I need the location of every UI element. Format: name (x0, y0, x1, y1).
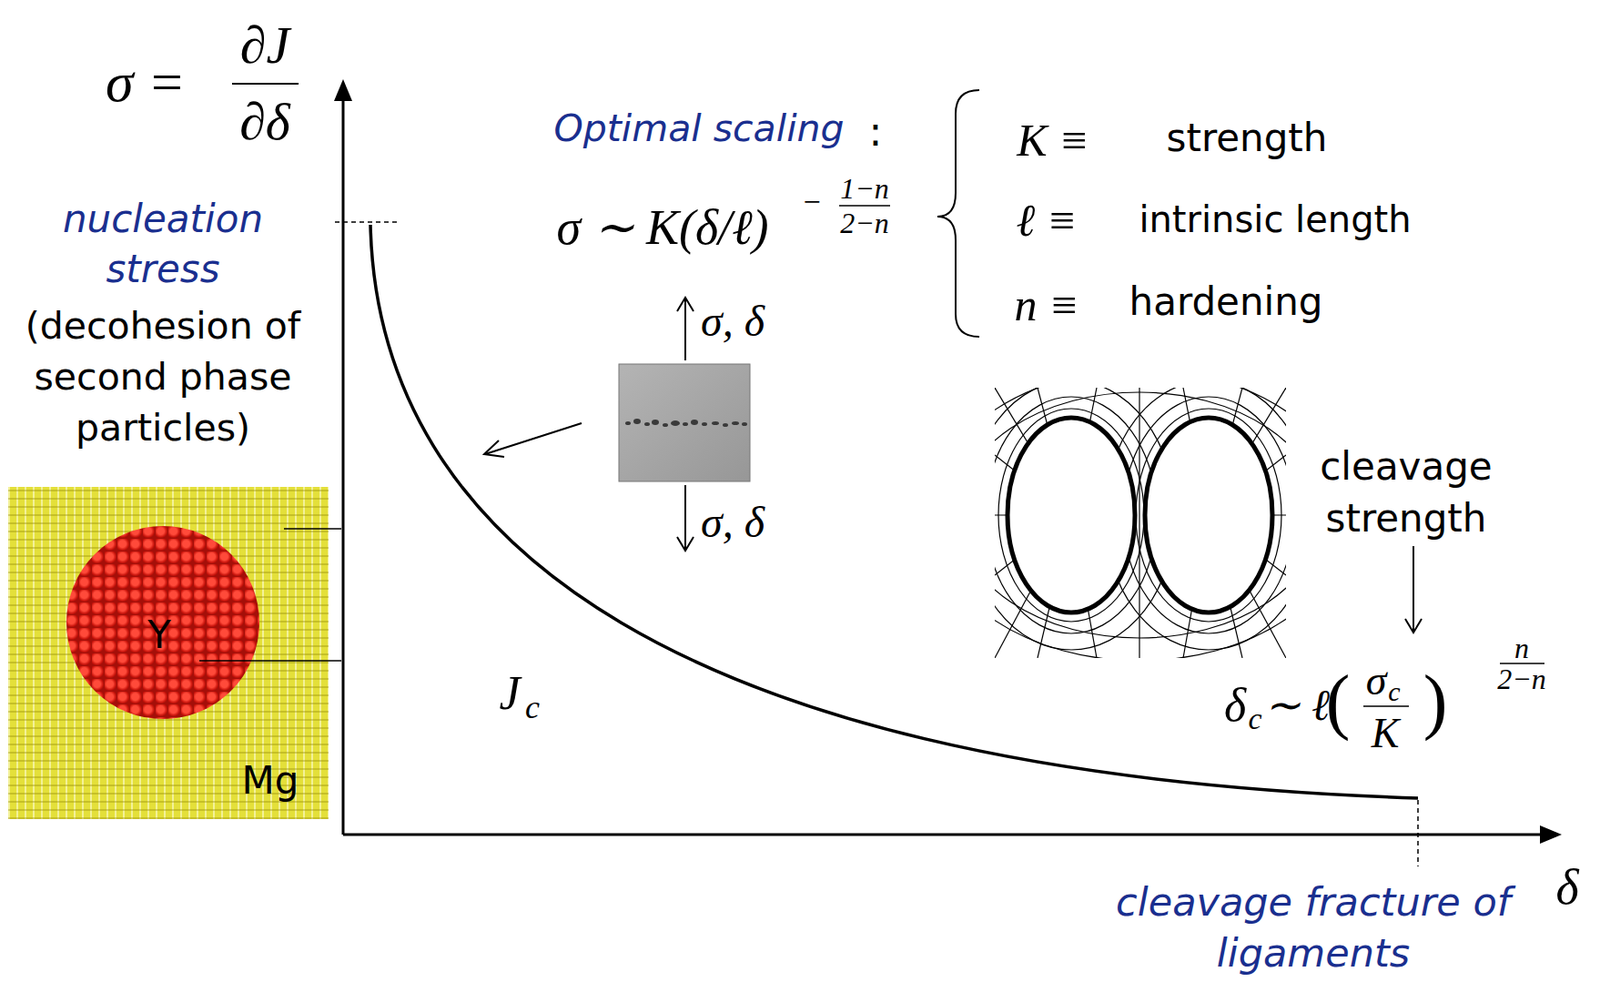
math-symbol: ℓ ≡ (1015, 197, 1077, 244)
math-symbol: δ (1555, 862, 1579, 912)
math-symbol: σ ∼ K(δ/ℓ) (556, 202, 769, 253)
math-symbol: J (498, 669, 520, 718)
math-symbol: ) (1423, 664, 1449, 738)
annotation-heading: cleavage fracture of ligaments (1103, 877, 1523, 980)
annotation-text: : (869, 104, 883, 160)
annotation-text: hardening (1129, 275, 1324, 328)
math-symbol: 2−n (840, 208, 890, 238)
annotation-heading: Optimal scaling (553, 104, 844, 153)
math-symbol: ∂δ (239, 95, 291, 149)
math-symbol: δ (1224, 681, 1246, 730)
math-symbol: σ = (105, 53, 186, 111)
math-symbol: ( (1326, 664, 1351, 738)
load-arrows (484, 297, 1422, 633)
annotation-text: cleavage strength (1292, 440, 1520, 545)
annotation-heading: nucleation stress (8, 194, 318, 294)
math-symbol: ∂J (240, 19, 290, 72)
void-mesh (994, 387, 1287, 659)
math-symbol: − (802, 186, 821, 218)
micrograph (618, 364, 750, 482)
math-symbol: σ (1366, 659, 1388, 702)
math-symbol: c (1387, 678, 1400, 706)
math-symbol: c (525, 690, 540, 724)
element-label: Mg (242, 761, 300, 800)
math-symbol: 2−n (1497, 664, 1547, 694)
element-label: Y (147, 616, 172, 655)
math-symbol: σ, δ (700, 500, 765, 545)
annotation-text: (decohesion of second phase particles) (0, 301, 326, 454)
math-symbol: K (1371, 712, 1400, 755)
atomistic-picture: Mg Y (8, 486, 329, 820)
math-symbol: K ≡ (1016, 117, 1090, 163)
math-symbol: ∼ ℓ (1264, 683, 1330, 728)
math-symbol: 1−n (840, 173, 890, 203)
math-symbol: n ≡ (1013, 282, 1079, 328)
math-symbol: c (1247, 703, 1262, 735)
annotation-text: strength (1166, 111, 1328, 164)
axes (232, 79, 1562, 867)
math-symbol: n (1514, 633, 1530, 663)
math-symbol: σ, δ (700, 299, 765, 344)
precipitate-circle: Y (66, 526, 260, 719)
annotation-text: intrinsic length (1138, 194, 1411, 244)
